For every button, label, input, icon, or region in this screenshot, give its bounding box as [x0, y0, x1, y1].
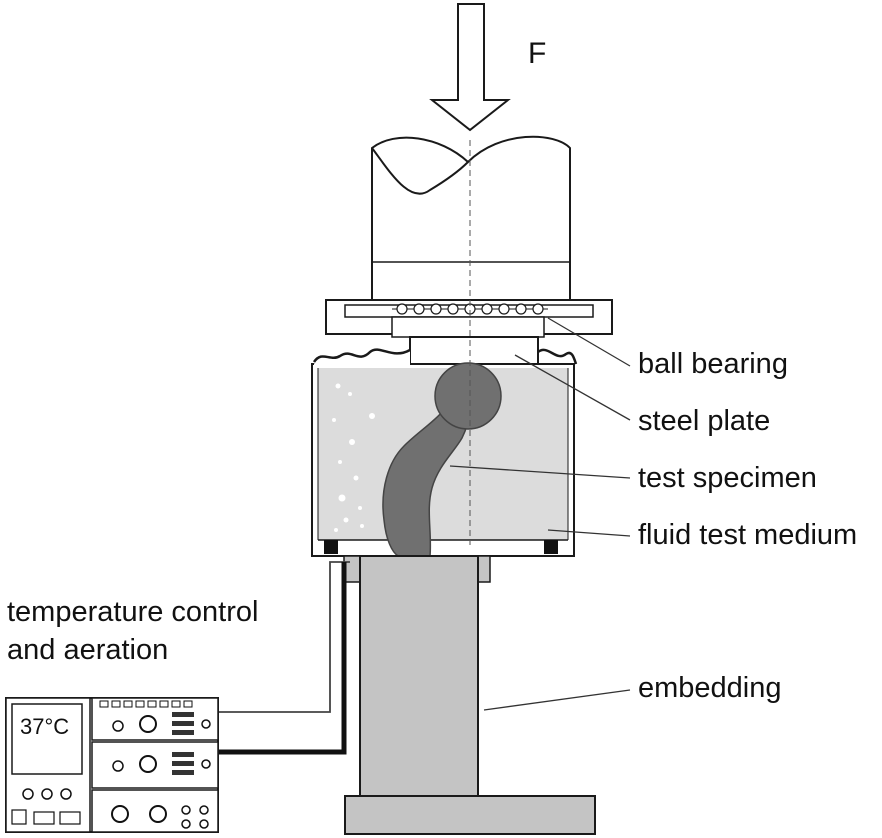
temperature-display	[11, 703, 83, 775]
ball-bearing-label: ball bearing	[638, 348, 788, 380]
connection-hoses	[218, 561, 350, 755]
force-arrow	[429, 3, 511, 132]
temperature-control-device	[5, 697, 219, 833]
leader-lines	[449, 317, 631, 711]
bearing-plate-assembly	[325, 299, 613, 338]
fluid-test-medium-label: fluid test medium	[638, 519, 858, 551]
temperature-control-label-line1: temperature control	[7, 596, 259, 628]
air-bubbles	[332, 383, 375, 532]
temperature-control-label-line2: and aeration	[7, 634, 169, 666]
test-specimen-label: test specimen	[638, 462, 817, 494]
load-cylinder	[371, 135, 571, 306]
embedding-label: embedding	[638, 672, 782, 704]
embedding	[343, 555, 596, 835]
steel-plate	[409, 336, 539, 368]
force-label: F	[528, 37, 547, 70]
temperature-display-value: 37°C	[20, 714, 70, 739]
ball-bearing	[392, 303, 548, 315]
steel-plate-label: steel plate	[638, 405, 771, 437]
